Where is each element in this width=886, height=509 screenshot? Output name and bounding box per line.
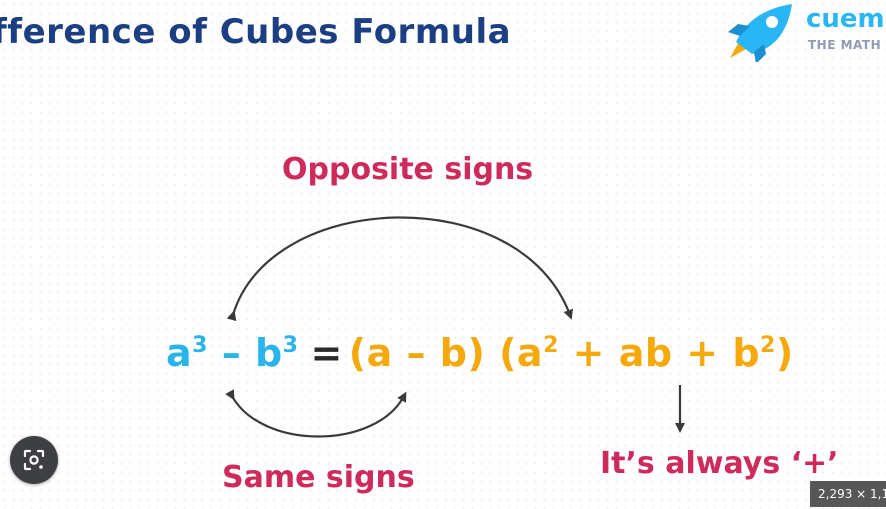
opposite-signs-label: Opposite signs bbox=[282, 152, 534, 187]
always-plus-label: It’s always ‘+’ bbox=[600, 446, 839, 481]
same-signs-arc bbox=[225, 389, 407, 438]
rhs-exponent-1: 2 bbox=[543, 333, 559, 358]
formula-rhs: (a – b) (a2 + ab + b2) bbox=[349, 331, 794, 375]
image-size-badge: 2,293 × 1,1 bbox=[810, 481, 886, 507]
formula-lhs: a3 – b3 bbox=[166, 331, 298, 375]
same-signs-label: Same signs bbox=[222, 460, 415, 495]
lhs-a: a bbox=[166, 331, 193, 375]
rhs-exponent-2: 2 bbox=[760, 333, 776, 358]
opposite-signs-arc bbox=[226, 216, 573, 322]
difference-of-cubes-formula: a3 – b3=(a – b) (a2 + ab + b2) bbox=[166, 331, 794, 375]
lens-search-button[interactable] bbox=[10, 436, 58, 484]
rhs-part3: ) bbox=[775, 331, 794, 375]
lhs-a-exponent: 3 bbox=[192, 333, 208, 358]
lhs-b: b bbox=[254, 331, 283, 375]
rhs-part1: (a – b) (a bbox=[348, 331, 544, 375]
lhs-b-exponent: 3 bbox=[282, 333, 299, 358]
rhs-part2: + ab + b bbox=[558, 331, 761, 375]
lhs-minus: – bbox=[207, 331, 255, 375]
page-title: fference of Cubes Formula bbox=[0, 12, 512, 52]
rocket-icon bbox=[728, 4, 792, 62]
lens-search-icon bbox=[23, 449, 45, 471]
logo-name: cuem bbox=[806, 4, 885, 34]
equals-sign: = bbox=[310, 331, 343, 375]
brand-logo[interactable]: cuem THE MATH bbox=[722, 0, 886, 64]
logo-tagline: THE MATH bbox=[808, 38, 882, 52]
